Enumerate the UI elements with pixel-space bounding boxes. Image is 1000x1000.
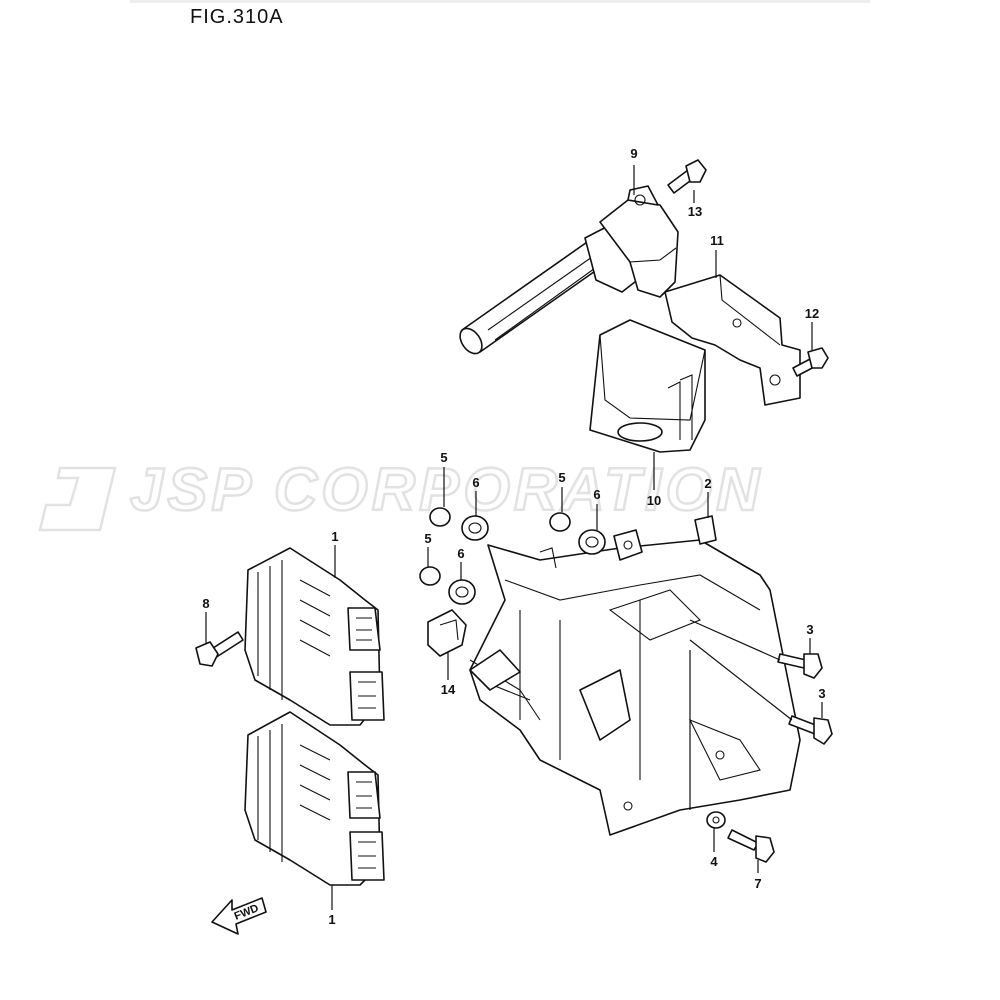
callout-2: 2 bbox=[704, 476, 711, 491]
bolt-7 bbox=[727, 829, 775, 863]
callout-12: 12 bbox=[805, 306, 819, 321]
callout-5c: 5 bbox=[424, 531, 431, 546]
callout-3a: 3 bbox=[806, 622, 813, 637]
washer-4 bbox=[706, 811, 726, 829]
bolt-13 bbox=[667, 159, 707, 194]
callout-6b: 6 bbox=[593, 487, 600, 502]
bolt-3-lower bbox=[788, 715, 833, 745]
watermark-logo bbox=[38, 466, 117, 532]
callout-1a: 1 bbox=[331, 529, 338, 544]
callout-4: 4 bbox=[710, 854, 718, 869]
callout-6c: 6 bbox=[457, 546, 464, 561]
coil-cover bbox=[589, 319, 706, 453]
callout-10: 10 bbox=[647, 493, 661, 508]
callout-7: 7 bbox=[754, 876, 761, 891]
grommets bbox=[419, 507, 606, 605]
mounting-bracket bbox=[469, 515, 801, 836]
callout-6a: 6 bbox=[472, 475, 479, 490]
ignition-coil bbox=[459, 185, 679, 355]
callout-5a: 5 bbox=[440, 450, 447, 465]
bolt-8 bbox=[195, 631, 244, 667]
regulator-upper bbox=[244, 547, 385, 726]
clip-14 bbox=[427, 609, 467, 657]
callout-labels: 9 13 11 12 10 2 5 6 5 6 5 6 14 1 1 8 3 3… bbox=[202, 146, 825, 927]
callout-13: 13 bbox=[688, 204, 702, 219]
callout-8: 8 bbox=[202, 596, 209, 611]
fwd-arrow: FWD bbox=[211, 897, 267, 935]
callout-11: 11 bbox=[710, 233, 724, 248]
leader-lines bbox=[205, 165, 823, 910]
top-border bbox=[130, 0, 870, 3]
callout-5b: 5 bbox=[558, 470, 565, 485]
callout-14: 14 bbox=[441, 682, 456, 697]
fwd-arrow-icon bbox=[211, 897, 267, 935]
bolt-12 bbox=[792, 347, 829, 377]
callout-1b: 1 bbox=[328, 912, 335, 927]
regulator-lower bbox=[244, 711, 385, 886]
figure-title: FIG.310A bbox=[190, 6, 284, 28]
callout-3b: 3 bbox=[818, 686, 825, 701]
coil-bracket bbox=[664, 274, 801, 406]
callout-9: 9 bbox=[630, 146, 637, 161]
